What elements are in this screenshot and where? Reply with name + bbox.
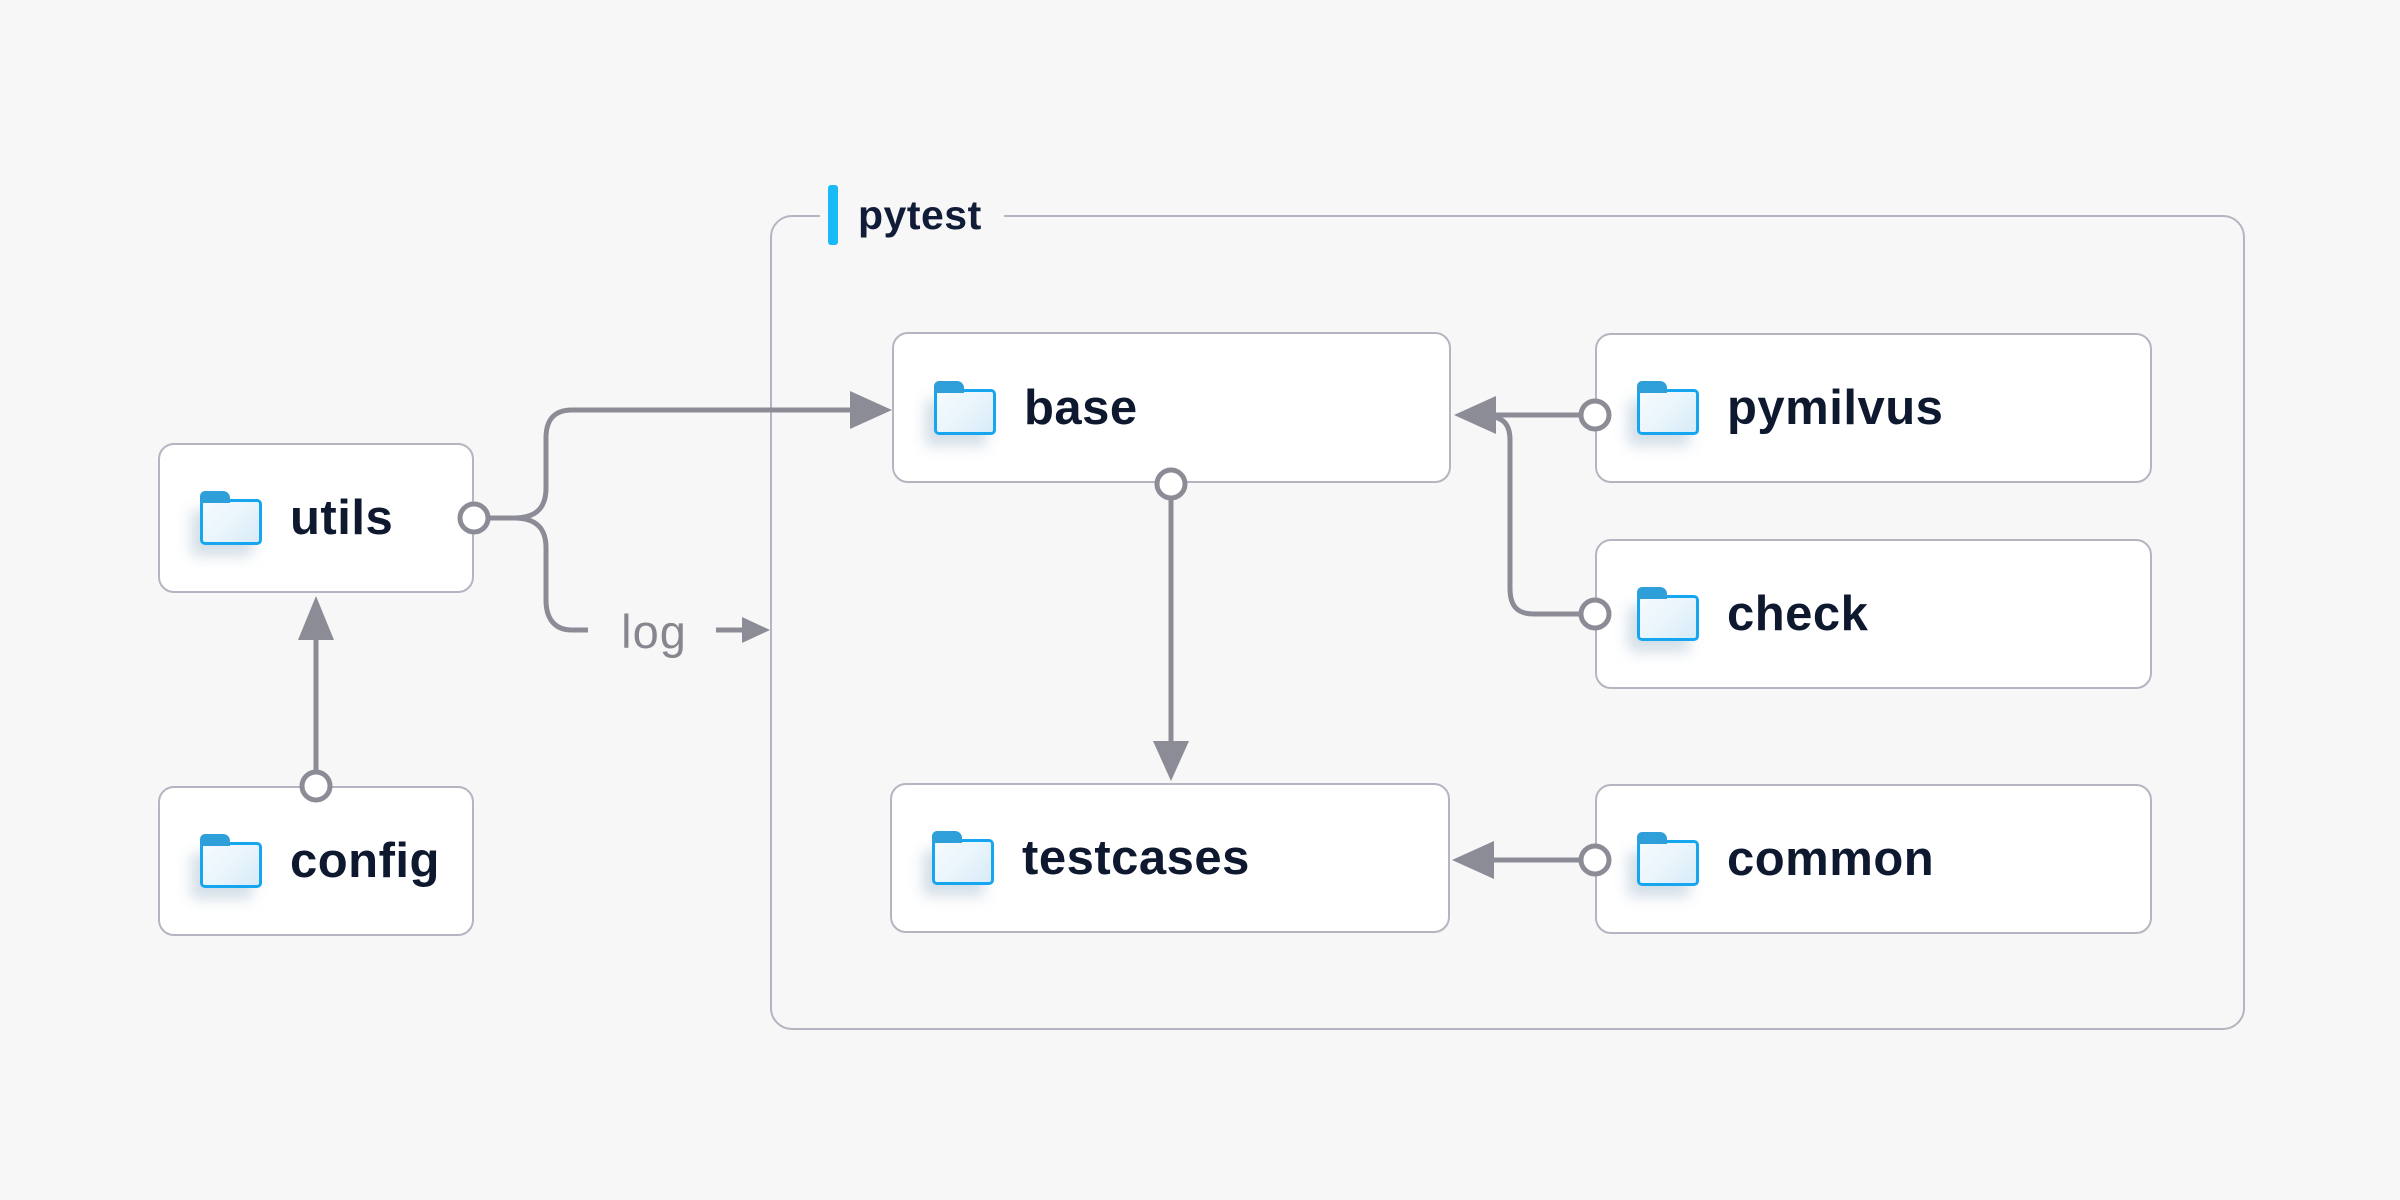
node-pymilvus: pymilvus	[1595, 333, 2152, 483]
node-label: base	[1024, 380, 1138, 435]
node-label: pymilvus	[1727, 381, 1944, 435]
accent-bar	[828, 185, 838, 245]
node-label: common	[1727, 832, 1935, 886]
folder-icon	[1636, 832, 1699, 886]
edge-config-utils	[298, 596, 334, 803]
folder-icon	[933, 380, 996, 435]
folder-icon	[1636, 587, 1699, 641]
node-common: common	[1595, 784, 2152, 934]
node-testcases: testcases	[890, 783, 1450, 933]
arrowhead	[298, 596, 334, 640]
edge-label-log: log	[621, 604, 687, 658]
arrowhead	[742, 617, 770, 643]
pytest-group-frame	[770, 215, 2245, 1030]
folder-icon	[931, 831, 994, 885]
folder-icon	[199, 834, 262, 888]
node-check: check	[1595, 539, 2152, 689]
node-label: check	[1727, 587, 1869, 641]
node-utils: utils	[158, 443, 474, 593]
group-label-text: pytest	[858, 191, 982, 238]
node-base: base	[892, 332, 1451, 483]
pytest-group-label: pytest	[820, 185, 1004, 245]
folder-icon	[1636, 381, 1699, 435]
folder-icon	[199, 491, 262, 545]
node-label: utils	[290, 491, 394, 545]
node-label: config	[290, 834, 440, 888]
node-config: config	[158, 786, 474, 936]
node-label: testcases	[1022, 831, 1250, 885]
